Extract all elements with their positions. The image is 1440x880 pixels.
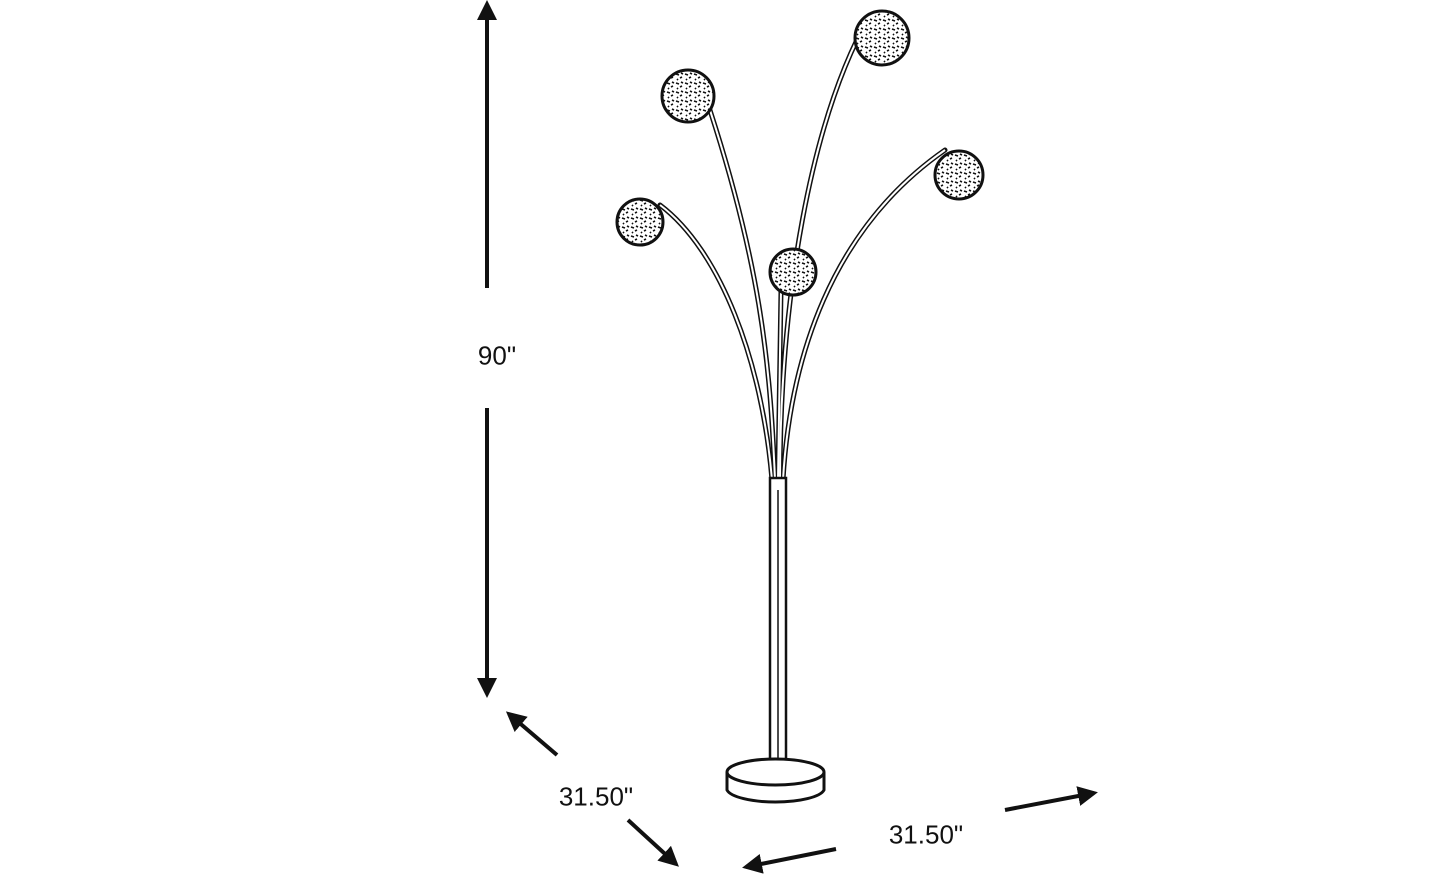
globe-shade	[615, 197, 665, 247]
globe-shades	[615, 9, 985, 297]
globe-shade	[660, 68, 716, 124]
globe-shade	[933, 149, 985, 201]
globe-shade	[768, 247, 818, 297]
depth-label: 31.50"	[558, 781, 634, 812]
dimension-arrows	[477, 0, 1098, 874]
width-arrow-left	[742, 847, 837, 874]
depth-arrow-down	[626, 818, 679, 867]
lamp-arms-inner	[659, 14, 946, 481]
depth-arrow-up	[505, 711, 559, 757]
width-arrow-right	[1004, 786, 1098, 812]
lamp-base	[725, 757, 826, 804]
width-label: 31.50"	[888, 819, 964, 850]
globe-shade	[853, 9, 911, 67]
lamp-pole	[768, 476, 788, 770]
height-label: 90"	[477, 340, 517, 371]
